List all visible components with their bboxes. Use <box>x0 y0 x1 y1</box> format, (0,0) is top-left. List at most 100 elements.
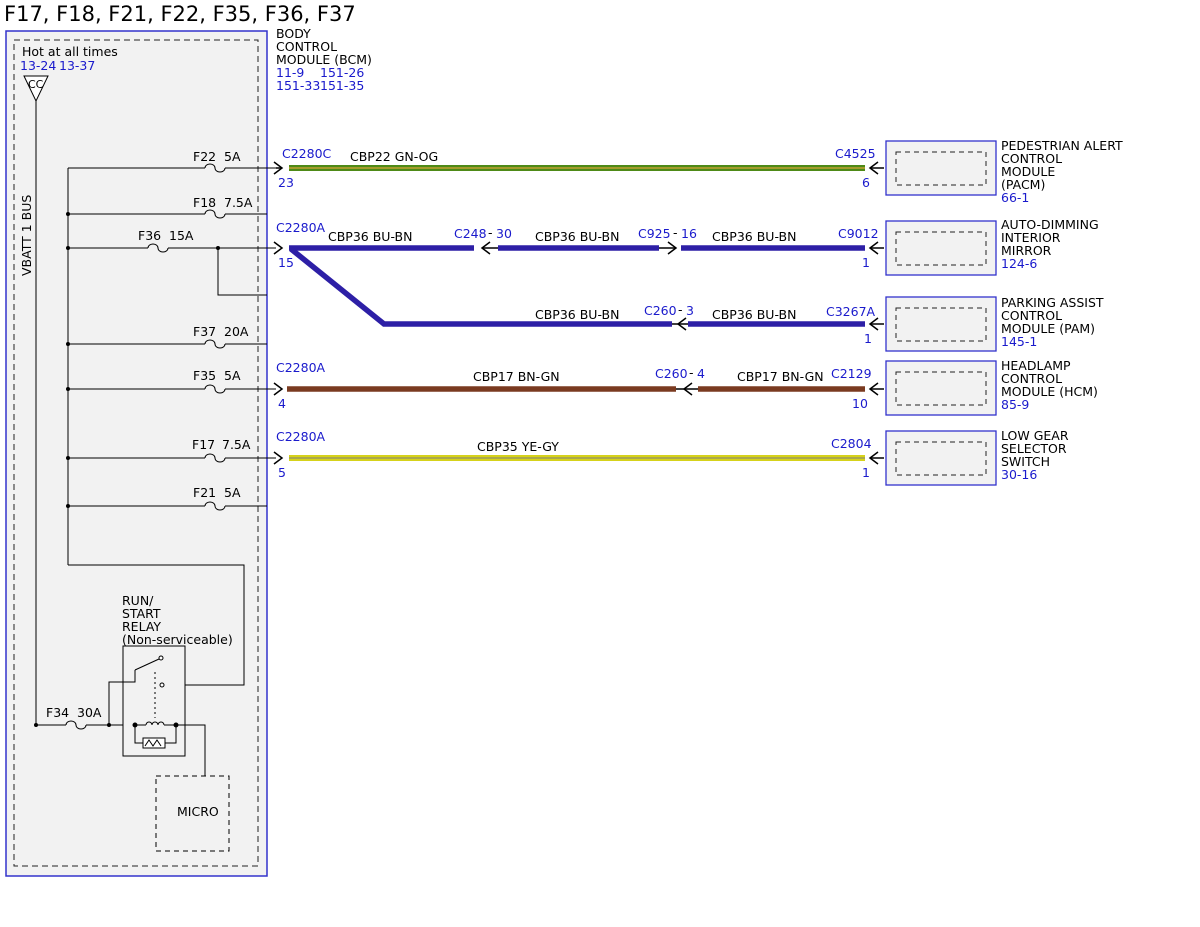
module-ref-switch[interactable]: 30-16 <box>1001 467 1037 482</box>
module-name-switch-line-2: SELECTOR <box>1001 441 1067 456</box>
module-name-pam-line-3: MODULE (PAM) <box>1001 321 1095 336</box>
fuse-rating-f22: 5A <box>224 149 241 164</box>
inline-connector-name[interactable]: C260 <box>655 366 688 381</box>
inline-connector-pin: 30 <box>496 226 512 241</box>
inline-connector-name[interactable]: C925 <box>638 226 671 241</box>
circuit-label-cbp36: CBP36 BU-BN <box>535 229 619 244</box>
relay-label-line-1: RUN/ <box>122 593 154 608</box>
module-connector-pin-pam: 1 <box>864 331 872 346</box>
module-name-mirror-line-2: INTERIOR <box>1001 230 1061 245</box>
module-box-switch[interactable] <box>885 430 997 486</box>
circuit-label-cbp36: CBP36 BU-BN <box>535 307 619 322</box>
fuse-row-f36 <box>68 243 276 296</box>
fuse-name-f22: F22 <box>193 149 216 164</box>
circuit-label-cbp17: CBP17 BN-GN <box>473 369 560 384</box>
fuse-name-f34: F34 <box>46 705 69 720</box>
bcm-connector-pin-1: 23 <box>278 175 294 190</box>
bcm-ref-2[interactable]: 151-26 <box>320 65 364 80</box>
inline-connector-pin: 16 <box>681 226 697 241</box>
module-name-hcm-line-2: CONTROL <box>1001 371 1062 386</box>
inline-connector-dash: - <box>673 225 678 240</box>
module-connector-name-switch[interactable]: C2804 <box>831 436 872 451</box>
bcm-connector-name-1[interactable]: C2280C <box>282 146 332 161</box>
module-box-pacm[interactable] <box>885 140 997 196</box>
inline-connector-pin: 4 <box>697 366 705 381</box>
circuit-label-cbp17: CBP17 BN-GN <box>737 369 824 384</box>
module-name-pacm-line-1: PEDESTRIAN ALERT <box>1001 138 1123 153</box>
module-ref-pam[interactable]: 145-1 <box>1001 334 1037 349</box>
fuse-name-f35: F35 <box>193 368 216 383</box>
module-ref-pacm[interactable]: 66-1 <box>1001 190 1029 205</box>
hot-at-all-times-label: Hot at all times <box>22 44 118 59</box>
fuse-row-f22 <box>68 163 276 173</box>
module-connector-name-pacm[interactable]: C4525 <box>835 146 876 161</box>
fuse-rating-f21: 5A <box>224 485 241 500</box>
connector-arrow-icons <box>273 161 884 465</box>
bcm-ref-3[interactable]: 151-33 <box>276 78 320 93</box>
fuse-row-f18 <box>68 209 267 219</box>
diagram-title: F17, F18, F21, F22, F35, F36, F37 <box>4 2 356 26</box>
fuse-row-f21 <box>68 501 267 511</box>
fuse-name-f36: F36 <box>138 228 161 243</box>
hot-ref-1[interactable]: 13-24 <box>20 58 56 73</box>
relay-label-line-4: (Non-serviceable) <box>122 632 233 647</box>
inline-connector-name[interactable]: C260 <box>644 303 677 318</box>
bcm-connector-name-4[interactable]: C2280A <box>276 429 326 444</box>
relay-symbol <box>108 645 206 776</box>
bcm-ref-4[interactable]: 151-35 <box>320 78 364 93</box>
module-name-hcm-line-1: HEADLAMP <box>1001 358 1071 373</box>
module-box-mirror[interactable] <box>885 220 997 276</box>
inline-connector-dash: - <box>689 365 694 380</box>
circuit-label-cbp36: CBP36 BU-BN <box>712 307 796 322</box>
circuit-label-cbp36: CBP36 BU-BN <box>712 229 796 244</box>
module-name-pam-line-2: CONTROL <box>1001 308 1062 323</box>
inline-connector-name[interactable]: C248 <box>454 226 487 241</box>
module-connector-pin-pacm: 6 <box>862 175 870 190</box>
fuse-name-f37: F37 <box>193 324 216 339</box>
cc-triangle-icon <box>23 75 49 103</box>
bcm-name-line-3: MODULE (BCM) <box>276 52 372 67</box>
relay-label-line-3: RELAY <box>122 619 161 634</box>
fuse-rating-f18: 7.5A <box>224 195 253 210</box>
junction-dot <box>216 246 220 250</box>
relay-output-wire <box>68 564 245 686</box>
module-name-mirror-line-3: MIRROR <box>1001 243 1052 258</box>
module-ref-mirror[interactable]: 124-6 <box>1001 256 1037 271</box>
module-ref-hcm[interactable]: 85-9 <box>1001 397 1029 412</box>
hot-ref-2[interactable]: 13-37 <box>59 58 95 73</box>
bcm-connector-pin-4: 5 <box>278 465 286 480</box>
fuse-row-f37 <box>68 339 267 349</box>
vbatt-bus-label: VBATT 1 BUS <box>19 195 34 276</box>
module-box-pam[interactable] <box>885 296 997 352</box>
module-name-pacm-line-2: CONTROL <box>1001 151 1062 166</box>
fuse-rating-f34: 30A <box>77 705 102 720</box>
bcm-ref-1[interactable]: 11-9 <box>276 65 304 80</box>
fuse-rating-f37: 20A <box>224 324 249 339</box>
module-connector-name-hcm[interactable]: C2129 <box>831 366 872 381</box>
circuit-label-cbp35: CBP35 YE-GY <box>477 439 559 454</box>
module-name-pacm-line-4: (PACM) <box>1001 177 1045 192</box>
bcm-name-line-2: CONTROL <box>276 39 337 54</box>
micro-box <box>155 775 230 852</box>
fuse-row-f35 <box>68 384 276 394</box>
module-connector-name-mirror[interactable]: C9012 <box>838 226 879 241</box>
wire-cbp36 <box>289 245 865 327</box>
module-name-hcm-line-3: MODULE (HCM) <box>1001 384 1098 399</box>
micro-label: MICRO <box>177 804 219 819</box>
module-name-pam-line-1: PARKING ASSIST <box>1001 295 1104 310</box>
relay-label-line-2: START <box>122 606 161 621</box>
fuse-rating-f35: 5A <box>224 368 241 383</box>
bcm-inner-dashed-box <box>13 39 259 867</box>
bcm-name-line-1: BODY <box>276 26 311 41</box>
module-connector-name-pam[interactable]: C3267A <box>826 304 876 319</box>
module-name-switch-line-3: SWITCH <box>1001 454 1050 469</box>
fuse-rating-f17: 7.5A <box>222 437 251 452</box>
module-box-hcm[interactable] <box>885 360 997 416</box>
fuse-name-f18: F18 <box>193 195 216 210</box>
fuse-name-f21: F21 <box>193 485 216 500</box>
module-name-mirror-line-1: AUTO-DIMMING <box>1001 217 1099 232</box>
bcm-connector-name-2[interactable]: C2280A <box>276 220 326 235</box>
module-connector-pin-mirror: 1 <box>862 255 870 270</box>
bcm-connector-name-3[interactable]: C2280A <box>276 360 326 375</box>
